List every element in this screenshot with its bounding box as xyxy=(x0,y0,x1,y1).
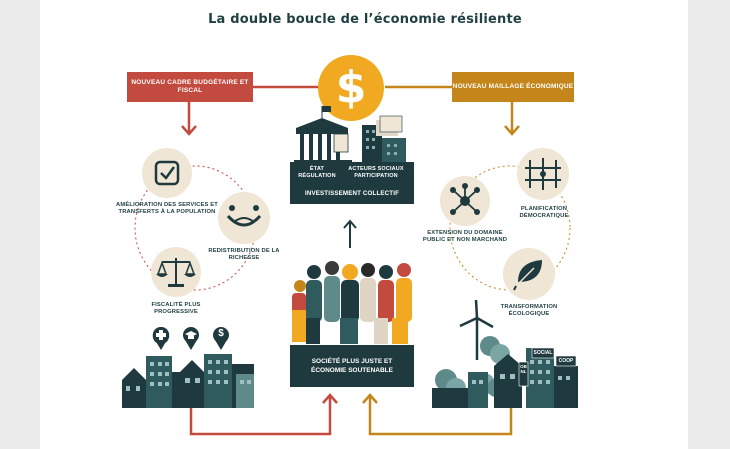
amelioration-label: Amélioration des services et transferts … xyxy=(116,202,218,215)
extension-label: Extension du domaine public et non march… xyxy=(422,230,508,243)
money-pin-symbol: $ xyxy=(218,328,224,339)
header-budget-fiscal: Nouveau cadre budgétaire et fiscal xyxy=(127,72,253,102)
society-label-line2: économie soutenable xyxy=(311,367,393,374)
health-pin-icon xyxy=(152,327,170,350)
diagram-title: La double boucle de l’économie résilient… xyxy=(208,12,522,27)
fiscalite-label: Fiscalité plus progressive xyxy=(151,302,201,315)
coop-tag: COOP xyxy=(558,358,574,364)
amelioration-circle xyxy=(142,148,192,198)
collective-investment-box xyxy=(290,162,414,204)
collective-investment-label: Investissement collectif xyxy=(304,190,399,197)
actors-label-line1: Acteurs sociaux xyxy=(348,166,404,172)
state-label-line1: État xyxy=(309,166,325,172)
state-label-line2: régulation xyxy=(298,173,336,179)
actors-label: Acteurs sociaux participation xyxy=(340,166,412,180)
dollar-symbol: $ xyxy=(335,62,367,113)
money-pin-icon xyxy=(213,327,229,350)
society-label-line1: Société plus juste et xyxy=(311,358,393,365)
actors-label-line2: participation xyxy=(354,173,398,179)
graduation-pin-icon xyxy=(183,327,199,350)
transformation-label: Transformation écologique xyxy=(500,304,558,317)
header-economic-network: Nouveau maillage économique xyxy=(452,72,574,102)
state-label: État régulation xyxy=(292,166,342,180)
planification-label: Planification démocratique xyxy=(519,206,569,219)
obnl-tag: OBNL xyxy=(520,364,527,374)
society-box: Société plus juste et économie soutenabl… xyxy=(290,345,414,387)
redistribution-label: Redistribution de la richesse xyxy=(208,248,280,261)
social-tag: SOCIAL xyxy=(533,350,553,356)
